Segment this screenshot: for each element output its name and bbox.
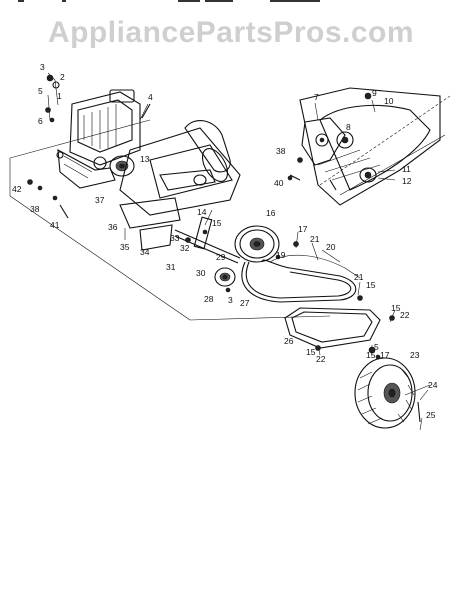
callout-8: 8 [346,122,351,132]
callout-41: 41 [50,220,60,230]
callout-25: 25 [426,410,436,420]
callout-3: 3 [40,62,45,72]
callout-15b: 15 [366,280,376,290]
engine-assembly [57,89,141,189]
callout-22a: 22 [400,310,410,320]
watermark-text: AppliancePartsPros.com [47,16,415,49]
callout-15c: 15 [391,303,401,313]
callout-21b: 21 [354,272,364,282]
callout-29: 29 [216,252,226,262]
small-pulley [214,267,236,287]
callout-28: 28 [204,294,214,304]
callout-26: 26 [284,336,294,346]
callout-17a: 17 [298,224,308,234]
callout-5: 5 [38,86,43,96]
callout-21a: 21 [310,234,320,244]
callout-31: 31 [166,262,176,272]
main-frame [119,119,241,216]
callout-34: 34 [140,247,150,257]
callout-labels: 3 2 1 5 6 4 13 37 42 38 41 36 35 34 33 3… [12,62,438,420]
callout-22b: 22 [316,354,326,364]
callout-30: 30 [196,268,206,278]
callout-24: 24 [428,380,438,390]
hardware-fasteners [27,74,421,423]
tine-hub [289,167,377,191]
callout-23: 23 [410,350,420,360]
callout-3b: 3 [228,295,233,305]
callout-11: 11 [402,164,411,174]
callout-33: 33 [170,233,180,243]
callout-36: 36 [108,222,118,232]
engine-pulley [109,155,135,177]
lower-bracket [119,197,181,251]
callout-15a: 15 [212,218,222,228]
callout-15d: 15 [306,347,316,357]
callout-6: 6 [38,116,43,126]
callout-5b: 5 [374,342,379,352]
callout-37: 37 [95,195,105,205]
tine-bracket [301,117,354,166]
shaft-and-arm [174,216,241,264]
callout-17b: 17 [380,350,390,360]
callout-2: 2 [60,72,65,82]
callout-4: 4 [148,92,153,102]
callout-27: 27 [240,298,250,308]
callout-38b: 38 [276,146,286,156]
callout-7: 7 [314,92,319,102]
callout-38a: 38 [30,204,40,214]
large-pulley [234,225,280,263]
callout-16: 16 [266,208,276,218]
callout-19: 19 [276,250,286,260]
callout-9: 9 [372,88,377,98]
belt-guard [284,307,381,349]
wheel [354,357,431,429]
callout-40: 40 [274,178,284,188]
assembly-frame [9,119,331,321]
callout-1: 1 [57,91,62,101]
cropped-header-strip [18,0,320,2]
leader-lines [47,72,429,431]
callout-10: 10 [384,96,394,106]
callout-35: 35 [120,242,130,252]
callout-32: 32 [180,243,190,253]
callout-13: 13 [140,154,150,164]
callout-20: 20 [326,242,336,252]
callout-42: 42 [12,184,22,194]
callout-12: 12 [402,176,412,186]
callout-15e: 15 [366,350,376,360]
callout-14: 14 [197,207,207,217]
